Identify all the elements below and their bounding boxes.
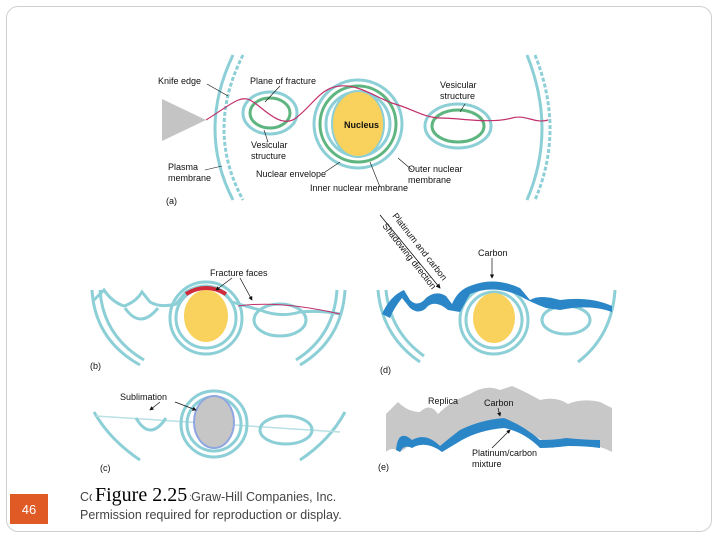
plane-of-fracture-line <box>205 85 549 122</box>
label-plane-of-fracture: Plane of fracture <box>250 76 316 86</box>
panel-e-letter: (e) <box>378 462 389 472</box>
label-outer-nuclear-membrane-2: membrane <box>408 175 451 185</box>
plasma-membrane-inner <box>213 54 235 201</box>
panel-c-nucleus-ring-1 <box>179 389 249 459</box>
panel-d-platinum-carbon-layer <box>382 281 612 318</box>
label-plasma-membrane-2: membrane <box>168 173 211 183</box>
nuclear-envelope-ring-1 <box>312 78 404 170</box>
label-plasma-membrane-1: Plasma <box>168 162 198 172</box>
label-vesicular-structure-left-2: structure <box>251 151 286 161</box>
panel-c: Sublimation (c) <box>92 389 347 473</box>
panel-d-nucleus <box>473 293 515 343</box>
panel-d-letter: (d) <box>380 365 391 375</box>
shadowing-arrow <box>379 214 441 289</box>
label-carbon-d: Carbon <box>478 248 508 258</box>
label-carbon-e: Carbon <box>484 398 514 408</box>
label-vesicular-structure-right-2: structure <box>440 91 475 101</box>
panel-d: Platinum and carbon Shadowing direction … <box>376 211 617 375</box>
panel-d-nucleus-ring-2 <box>464 290 524 350</box>
panel-c-membrane-left <box>92 411 141 462</box>
panel-d-membrane-left <box>376 289 421 364</box>
figure-caption: Figure 2.25 <box>92 484 191 506</box>
label-replica: Replica <box>428 396 458 406</box>
panel-b-membrane-right-1 <box>299 289 347 367</box>
panel-a: Knife edge Plane of fracture Vesicular s… <box>150 48 555 206</box>
knife-edge-shape <box>162 99 206 141</box>
label-platinum-carbon-1: Platinum/carbon <box>472 448 537 458</box>
panel-c-vesicle-right <box>258 414 314 446</box>
slide-frame <box>6 6 712 532</box>
label-outer-nuclear-membrane-1: Outer nuclear <box>408 164 463 174</box>
vesicle-right-inner <box>430 108 486 144</box>
slide-number: 46 <box>10 494 48 524</box>
panel-c-nucleus-sublimated <box>193 395 235 449</box>
copyright-line-2: Permission required for reproduction or … <box>80 508 342 522</box>
panel-b-fracture-line <box>237 303 341 315</box>
panel-d-vesicle-right <box>540 304 592 336</box>
vesicle-left-inner <box>248 96 292 130</box>
nucleus-shape <box>331 90 385 158</box>
panel-e-platinum-carbon-mixture <box>396 418 600 452</box>
label-sublimation: Sublimation <box>120 392 167 402</box>
label-vesicular-structure-left-1: Vesicular <box>251 140 288 150</box>
label-fracture-faces: Fracture faces <box>210 268 268 278</box>
panel-c-membrane-right <box>299 411 347 462</box>
panel-b-membrane-left-1 <box>90 289 141 367</box>
plasma-membrane-right-outer <box>533 54 552 201</box>
label-nucleus: Nucleus <box>344 120 379 130</box>
vesicle-right-outer <box>423 102 493 150</box>
plasma-membrane-outer <box>222 54 245 201</box>
panel-b-fracture-face-red <box>184 286 228 296</box>
panel-e: Replica Carbon Platinum/carbon mixture (… <box>378 386 612 472</box>
vesicle-left-outer <box>241 90 299 136</box>
panel-b-membrane-right-2 <box>295 289 339 362</box>
panel-b-vesicle-left <box>123 307 160 321</box>
panel-a-letter: (a) <box>166 196 177 206</box>
panel-b-vesicle-right <box>252 302 308 338</box>
panel-b: Fracture faces (b) <box>90 268 347 371</box>
label-vesicular-structure-right-1: Vesicular <box>440 80 477 90</box>
panel-b-nucleus-ring-1 <box>168 280 244 356</box>
panel-d-membrane-right <box>577 289 617 364</box>
panel-c-letter: (c) <box>100 463 111 473</box>
label-platinum-carbon-2: mixture <box>472 459 502 469</box>
nuclear-envelope-ring-2 <box>318 84 398 164</box>
panel-b-letter: (b) <box>90 361 101 371</box>
panel-c-vesicle-left <box>134 417 168 432</box>
label-knife-edge: Knife edge <box>158 76 201 86</box>
label-inner-nuclear-membrane: Inner nuclear membrane <box>310 183 408 193</box>
panel-b-nucleus <box>184 290 228 342</box>
panel-b-membrane-left-2 <box>98 289 145 362</box>
label-nuclear-envelope: Nuclear envelope <box>256 169 326 179</box>
plasma-membrane-right-inner <box>525 54 544 201</box>
panel-d-membrane-left-2 <box>384 289 425 358</box>
